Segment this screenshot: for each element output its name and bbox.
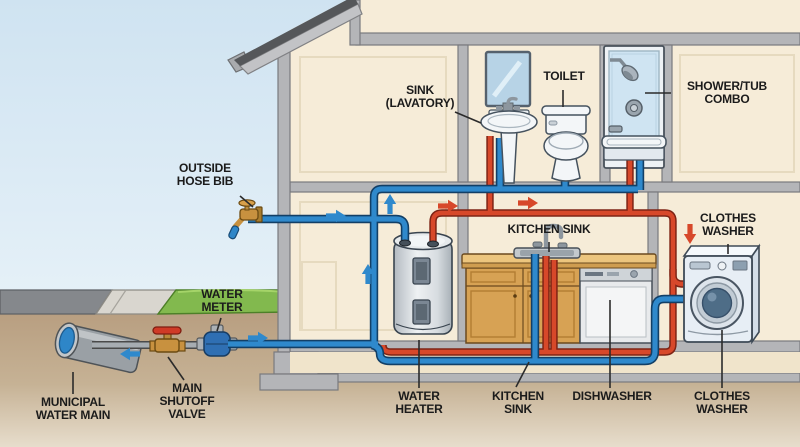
exterior-wall	[277, 37, 291, 353]
water-heater	[393, 231, 453, 335]
heater-hot-port	[427, 240, 439, 248]
kitchen-cabinets	[461, 223, 657, 344]
toilet	[541, 105, 591, 182]
label-municipal-water-main: MUNICIPAL WATER MAIN	[35, 395, 111, 422]
tub	[601, 135, 667, 161]
shower-arm	[610, 58, 628, 69]
kitchen-faucet	[543, 223, 564, 251]
label-kitchen-sink-upper: KITCHEN SINK	[507, 222, 591, 236]
clothes-washer	[682, 243, 761, 345]
leader-lines	[72, 90, 729, 394]
kitchen-sink	[513, 223, 581, 259]
label-dishwasher: DISHWASHER	[572, 389, 652, 403]
label-water-meter: WATER METER	[201, 287, 243, 314]
sill-band	[289, 372, 800, 383]
label-main-shutoff-valve: MAIN SHUTOFF VALVE	[159, 381, 215, 421]
label-water-heater: WATER HEATER	[395, 389, 443, 416]
pedestal-sink	[480, 96, 538, 184]
label-toilet: TOILET	[543, 69, 585, 83]
hose-bib	[228, 199, 263, 240]
second-floor-ceiling-band	[355, 32, 800, 46]
label-clothes-washer-lower: CLOTHES WASHER	[694, 389, 750, 416]
dishwasher	[579, 267, 653, 344]
label-shower-tub-combo: SHOWER/TUB COMBO	[687, 79, 767, 106]
label-sink-lavatory: SINK (LAVATORY)	[385, 83, 455, 110]
label-kitchen-sink-lower: KITCHEN SINK	[492, 389, 544, 416]
tub-spout	[608, 125, 623, 133]
street-and-yard	[0, 289, 291, 315]
footing-base	[259, 373, 339, 391]
gable-stud	[349, 0, 361, 46]
roof	[227, 0, 363, 75]
shower-head	[621, 64, 639, 82]
label-clothes-washer-upper: CLOTHES WASHER	[700, 211, 756, 238]
main-shutoff-valve	[149, 326, 186, 353]
label-outside-hose-bib: OUTSIDE HOSE BIB	[176, 161, 234, 188]
heater-cold-port	[399, 239, 411, 247]
